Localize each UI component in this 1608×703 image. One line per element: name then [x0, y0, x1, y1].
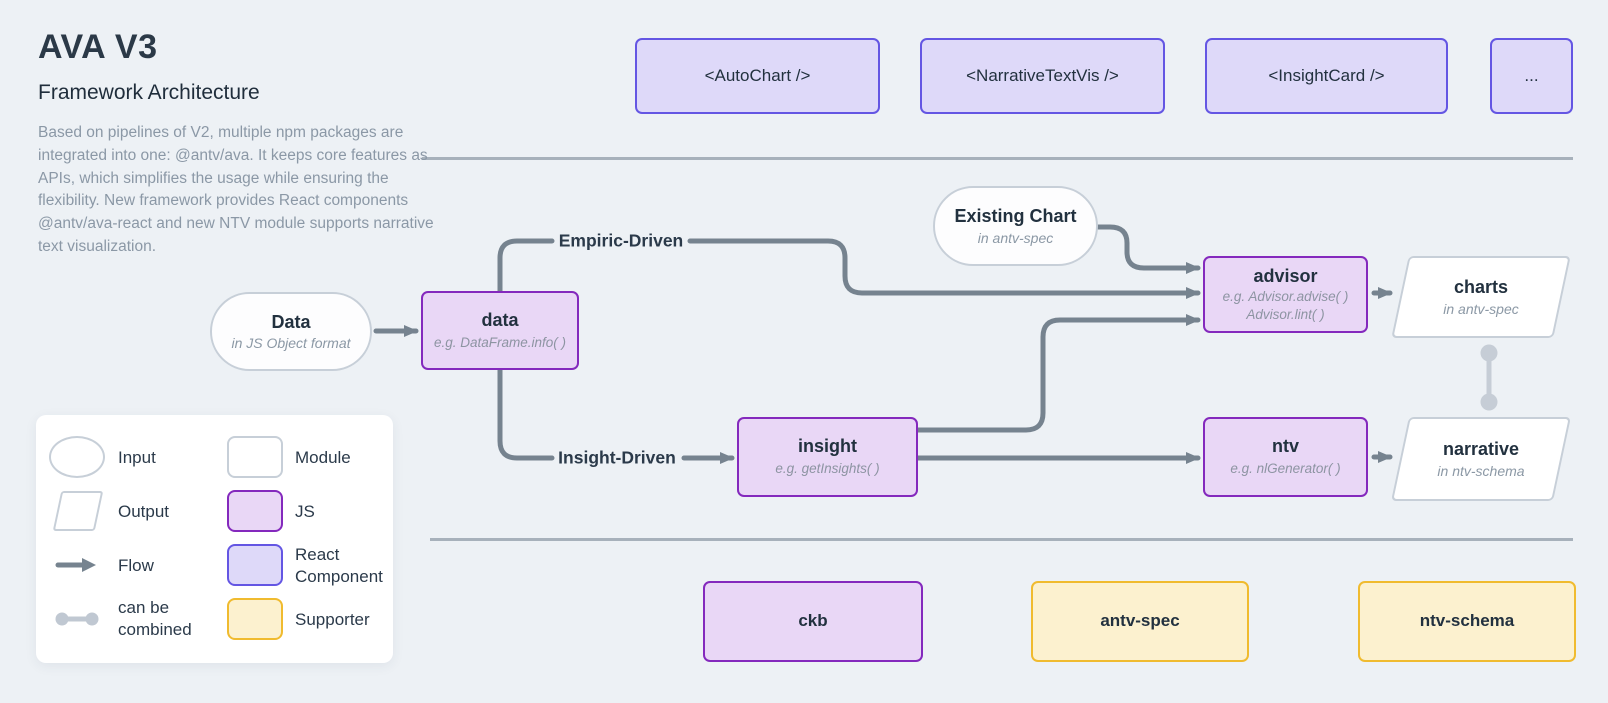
- narrative-title: narrative: [1442, 439, 1520, 460]
- legend-flow-label: Flow: [118, 556, 154, 575]
- top-separator: [422, 157, 1573, 160]
- header: AVA V3 Framework Architecture Based on p…: [38, 28, 438, 259]
- module-node-ntv: ntv e.g. nlGenerator( ): [1203, 417, 1368, 497]
- insight-title: insight: [798, 436, 857, 457]
- legend-module-swatch: [227, 436, 283, 478]
- legend-combined-label: can be combined: [118, 598, 192, 639]
- ellipse-shape-icon: [49, 436, 105, 478]
- charts-subtitle: in antv-spec: [1443, 300, 1519, 317]
- legend-supporter-swatch: [227, 598, 283, 640]
- advisor-subtitle-2: Advisor.lint( ): [1246, 306, 1325, 322]
- advisor-title: advisor: [1253, 265, 1318, 286]
- ntv-subtitle: e.g. nlGenerator( ): [1230, 461, 1341, 477]
- combined-connector: [1480, 344, 1498, 411]
- legend-module-label: Module: [295, 448, 351, 467]
- react-component-narrativetextvis: <NarrativeTextVis />: [920, 38, 1165, 114]
- legend-input-label: Input: [118, 448, 156, 467]
- flow-insight-down: [497, 365, 555, 461]
- existing-chart-title: Existing Chart: [954, 206, 1077, 227]
- module-node-data: data e.g. DataFrame.info( ): [421, 291, 579, 370]
- react-component-insightcard: <InsightCard />: [1205, 38, 1448, 114]
- legend-input-shape: [49, 436, 105, 478]
- ckb-label: ckb: [798, 611, 828, 631]
- page-subtitle: Framework Architecture: [38, 81, 260, 104]
- charts-title: charts: [1453, 277, 1509, 298]
- react-component-more: ...: [1490, 38, 1573, 114]
- supporter-node-ntv-schema: ntv-schema: [1358, 581, 1576, 662]
- insight-driven-label: Insight-Driven: [558, 447, 676, 468]
- data-input-subtitle: in JS Object format: [231, 335, 351, 352]
- data-subtitle: e.g. DataFrame.info( ): [433, 334, 567, 350]
- data-input-title: Data: [271, 311, 311, 332]
- legend-supporter-label: Supporter: [295, 610, 370, 629]
- legend-js-swatch: [227, 490, 283, 532]
- supporter-node-ckb: ckb: [703, 581, 923, 662]
- flow-insight-to-advisor: [911, 314, 1201, 433]
- parallelogram-shape-icon: [52, 491, 104, 531]
- combined-connector-icon: [55, 612, 99, 626]
- module-node-advisor: advisor e.g. Advisor.advise( ) Advisor.l…: [1203, 256, 1368, 333]
- insight-subtitle: e.g. getInsights( ): [775, 461, 880, 477]
- output-node-charts: charts in antv-spec: [1391, 256, 1571, 338]
- legend-react-label: React Component: [295, 545, 383, 586]
- existing-chart-subtitle: in antv-spec: [977, 229, 1054, 246]
- output-node-narrative: narrative in ntv-schema: [1391, 417, 1571, 501]
- more-components-label: ...: [1524, 65, 1539, 85]
- flow-empiric-up: [497, 238, 555, 295]
- autochart-label: <AutoChart />: [704, 65, 811, 85]
- description-text: Based on pipelines of V2, multiple npm p…: [38, 124, 434, 255]
- legend-flow-shape: [49, 553, 105, 577]
- react-component-autochart: <AutoChart />: [635, 38, 880, 114]
- module-node-insight: insight e.g. getInsights( ): [737, 417, 918, 497]
- advisor-subtitle-1: e.g. Advisor.advise( ): [1222, 289, 1349, 305]
- narrative-subtitle: in ntv-schema: [1437, 462, 1525, 479]
- input-node-data: Data in JS Object format: [210, 292, 372, 371]
- antv-spec-label: antv-spec: [1100, 611, 1180, 631]
- legend-output-shape: [52, 491, 104, 531]
- ntv-title: ntv: [1272, 436, 1299, 457]
- legend-card: Input Module Output JS Flow React Compon…: [36, 415, 393, 663]
- flow-arrow-icon: [55, 558, 96, 572]
- bottom-separator: [430, 538, 1573, 541]
- legend-combined-shape: [49, 607, 105, 631]
- legend-react-swatch: [227, 544, 283, 586]
- insightcard-label: <InsightCard />: [1268, 65, 1385, 85]
- empiric-driven-label: Empiric-Driven: [558, 230, 684, 251]
- input-node-existing-chart: Existing Chart in antv-spec: [933, 186, 1098, 266]
- data-title: data: [481, 309, 519, 330]
- flow-existing-chart-to-advisor: [1093, 224, 1201, 274]
- flow-empiric-to-advisor: [687, 238, 1201, 299]
- legend-output-label: Output: [118, 502, 170, 521]
- page-title: AVA V3: [38, 28, 158, 66]
- ntv-schema-label: ntv-schema: [1419, 611, 1515, 631]
- narrativetextvis-label: <NarrativeTextVis />: [966, 65, 1119, 85]
- supporter-node-antv-spec: antv-spec: [1031, 581, 1249, 662]
- legend-js-label: JS: [295, 502, 315, 521]
